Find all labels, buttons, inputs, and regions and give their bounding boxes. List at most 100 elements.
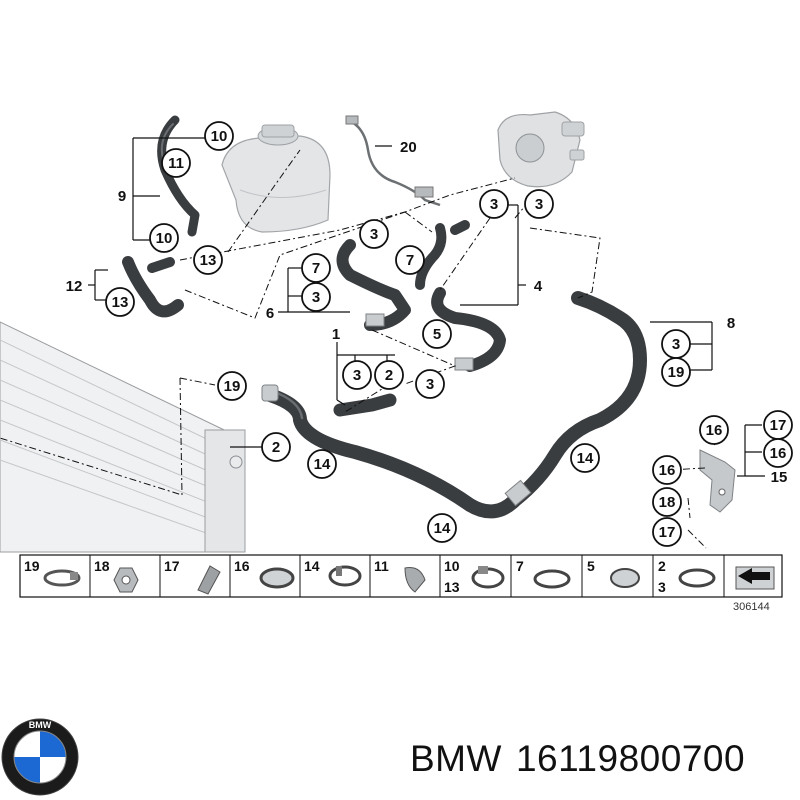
svg-text:16: 16 [770, 445, 787, 462]
nut-icon [113, 567, 139, 593]
radiator [0, 321, 246, 553]
svg-text:3: 3 [353, 367, 361, 384]
brand-name: BMW [410, 738, 502, 779]
holder-icon [404, 567, 426, 593]
diagram-number: 306144 [733, 601, 770, 613]
arrow-icon [735, 566, 775, 590]
callout-3b: 3 [524, 189, 554, 219]
label-8: 8 [727, 315, 735, 332]
callout-17b: 17 [652, 517, 682, 547]
callout-14c: 14 [427, 513, 457, 543]
callout-13b: 13 [105, 287, 135, 317]
strip-label-19: 19 [24, 558, 40, 574]
expansion-tank [221, 124, 331, 233]
strip-label-18: 18 [94, 558, 110, 574]
callout-3c: 3 [359, 219, 389, 249]
svg-text:3: 3 [370, 226, 378, 243]
svg-text:17: 17 [659, 524, 676, 541]
svg-text:3: 3 [490, 196, 498, 213]
label-4: 4 [534, 278, 543, 295]
callout-16b: 16 [763, 438, 793, 468]
leader-lines [88, 137, 765, 477]
callout-16c: 16 [652, 455, 682, 485]
callout-3f: 3 [342, 360, 372, 390]
spring-clamp-icon [328, 565, 362, 587]
callout-14a: 14 [307, 449, 337, 479]
strip-label-3: 3 [658, 579, 666, 595]
clamp-icon-7 [533, 569, 571, 589]
clip-icon [197, 565, 221, 595]
svg-text:BMW: BMW [29, 720, 52, 730]
water-pump [497, 111, 585, 188]
svg-text:5: 5 [433, 326, 441, 343]
part-number: 16119800700 [515, 738, 746, 779]
svg-text:16: 16 [706, 422, 723, 439]
clamp-icon [43, 569, 81, 587]
strip-label-11: 11 [374, 558, 389, 574]
svg-text:14: 14 [434, 520, 451, 537]
svg-text:14: 14 [577, 450, 594, 467]
callout-19a: 19 [661, 357, 691, 387]
svg-text:3: 3 [426, 376, 434, 393]
band-clamp-icon [259, 567, 295, 589]
callout-14b: 14 [570, 443, 600, 473]
svg-text:18: 18 [659, 494, 676, 511]
hose-bracket [699, 449, 736, 513]
part-title: BMW 16119800700 [410, 738, 759, 780]
callout-2a: 2 [374, 360, 404, 390]
svg-text:7: 7 [312, 260, 320, 277]
label-20: 20 [400, 139, 417, 156]
strip-label-14: 14 [304, 558, 320, 574]
svg-text:11: 11 [168, 155, 184, 172]
strip-label-5: 5 [587, 558, 595, 574]
label-15: 15 [771, 469, 788, 486]
svg-text:2: 2 [272, 439, 280, 456]
clamp-icon-5 [610, 568, 640, 588]
label-12: 12 [66, 278, 83, 295]
callout-17a: 17 [763, 410, 793, 440]
callout-19b: 19 [217, 371, 247, 401]
label-9: 9 [118, 188, 126, 205]
callout-13a: 13 [193, 245, 223, 275]
callout-18: 18 [652, 487, 682, 517]
svg-text:3: 3 [535, 196, 543, 213]
svg-text:10: 10 [156, 230, 173, 247]
callout-16a: 16 [699, 415, 729, 445]
callout-2b: 2 [261, 432, 291, 462]
sensor-wire [345, 115, 441, 207]
callout-10b: 10 [149, 223, 179, 253]
svg-text:3: 3 [312, 289, 320, 306]
svg-text:7: 7 [406, 252, 414, 269]
label-1: 1 [332, 326, 340, 343]
callout-7b: 7 [395, 245, 425, 275]
strip-label-10: 10 [444, 558, 460, 574]
callout-3g: 3 [415, 369, 445, 399]
hose-clamp-icon [471, 566, 505, 589]
svg-text:2: 2 [385, 367, 393, 384]
strip-label-2: 2 [658, 558, 666, 574]
callout-7a: 7 [301, 253, 331, 283]
svg-text:19: 19 [668, 364, 685, 381]
strip-label-17: 17 [164, 558, 180, 574]
svg-text:17: 17 [770, 417, 787, 434]
parts-strip: 19 18 17 16 14 11 10 13 7 5 2 3 [19, 554, 783, 598]
strip-label-13: 13 [444, 579, 460, 595]
strip-label-16: 16 [234, 558, 250, 574]
label-6: 6 [266, 305, 274, 322]
svg-text:19: 19 [224, 378, 241, 395]
callout-3a: 3 [479, 189, 509, 219]
callout-3e: 3 [661, 329, 691, 359]
svg-text:13: 13 [200, 252, 217, 269]
svg-text:3: 3 [672, 336, 680, 353]
callout-5: 5 [422, 319, 452, 349]
svg-text:10: 10 [211, 128, 228, 145]
svg-text:14: 14 [314, 456, 331, 473]
svg-text:13: 13 [112, 294, 129, 311]
clamp-icon-2 [678, 568, 716, 588]
callout-11: 11 [161, 148, 191, 178]
strip-label-7: 7 [516, 558, 524, 574]
callout-10a: 10 [204, 121, 234, 151]
bmw-logo: BMW [1, 718, 79, 796]
callout-3d: 3 [301, 282, 331, 312]
